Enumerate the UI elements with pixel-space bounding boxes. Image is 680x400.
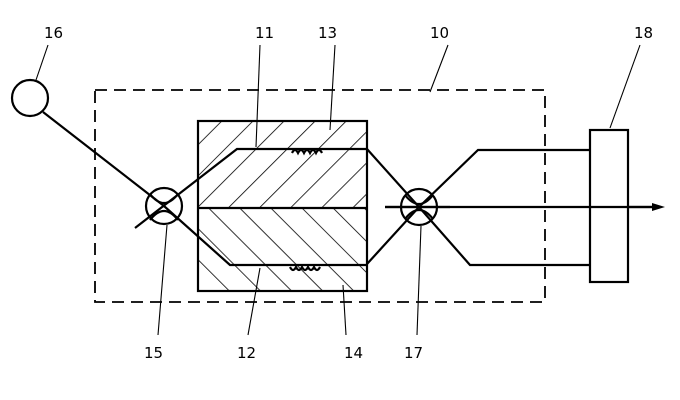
output-coupler <box>385 187 450 227</box>
label-15: 15 <box>144 344 163 362</box>
device-enclosure-dashed <box>94 89 546 303</box>
label-17: 17 <box>404 344 423 362</box>
label-16: 16 <box>44 24 63 42</box>
label-14: 14 <box>344 344 363 362</box>
label-18: 18 <box>634 24 653 42</box>
leader-lines <box>35 44 641 336</box>
arrow-icon <box>652 203 665 211</box>
label-12: 12 <box>237 344 256 362</box>
lower-substrate <box>198 208 367 291</box>
upper-substrate <box>198 121 367 208</box>
label-10: 10 <box>430 24 449 42</box>
label-13: 13 <box>318 24 337 42</box>
lower-waveguide <box>42 111 367 272</box>
label-11: 11 <box>255 24 274 42</box>
light-source-circle <box>10 78 50 118</box>
input-coupler <box>144 186 184 226</box>
substrate-block-outline <box>196 119 369 293</box>
